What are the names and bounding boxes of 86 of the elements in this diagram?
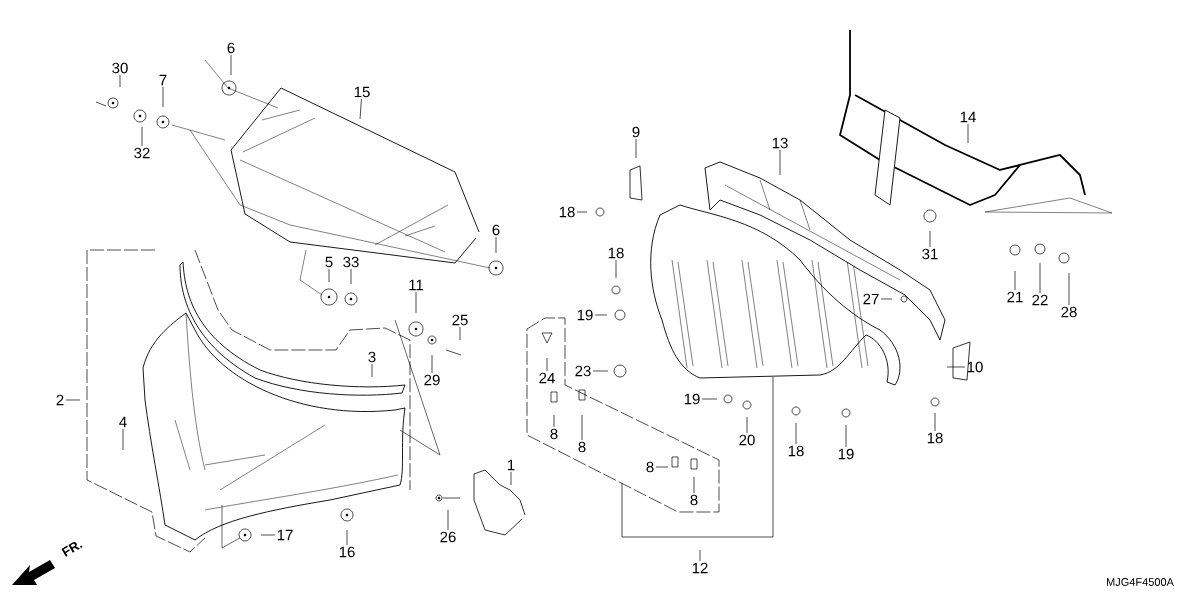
- leader-line: [594, 314, 608, 316]
- callout-number: 15: [354, 86, 370, 98]
- leader-line: [779, 149, 781, 176]
- leader-line: [510, 471, 512, 486]
- callout-number: 29: [424, 374, 440, 386]
- callout-number: 26: [440, 531, 456, 543]
- leader-line: [635, 138, 637, 159]
- leader-line: [260, 534, 276, 536]
- leader-line: [929, 230, 931, 248]
- callout-number: 18: [608, 247, 624, 259]
- leader-line: [328, 268, 330, 283]
- callout-number: 18: [559, 206, 575, 218]
- callout-number: 2: [56, 394, 64, 406]
- callout-number: 10: [967, 361, 983, 373]
- callout-number: 9: [632, 126, 640, 138]
- leader-line: [701, 398, 718, 400]
- leader-line: [230, 54, 232, 76]
- leader-line: [746, 416, 748, 434]
- callout-number: 25: [452, 314, 468, 326]
- callout-number: 8: [550, 428, 558, 440]
- leader-line: [431, 354, 433, 374]
- leader-line: [415, 291, 417, 314]
- callout-number: 33: [343, 256, 359, 268]
- callout-number: 12: [692, 562, 708, 574]
- callout-number: 1: [508, 459, 515, 471]
- callout-number: 13: [772, 137, 788, 149]
- callout-number: 22: [1032, 294, 1048, 306]
- callout-number: 19: [577, 309, 593, 321]
- callout-number: 7: [159, 74, 167, 86]
- leader-line: [581, 414, 583, 441]
- callout-number: 17: [277, 529, 293, 541]
- leader-line: [459, 326, 461, 341]
- leader-line: [162, 86, 164, 108]
- leader-line: [346, 529, 348, 546]
- direction-label: FR.: [61, 542, 83, 557]
- callout-number: 14: [960, 111, 976, 123]
- leader-line: [122, 428, 124, 451]
- leader-line: [934, 412, 936, 432]
- callout-number: 6: [227, 42, 235, 54]
- callout-number: 30: [112, 62, 128, 74]
- leader-line: [655, 466, 669, 468]
- leader-line: [1068, 272, 1070, 306]
- leader-line: [371, 363, 373, 378]
- callout-number: 28: [1061, 306, 1077, 318]
- callout-number: 18: [788, 445, 804, 457]
- leader-line: [592, 370, 609, 372]
- leader-line: [576, 211, 588, 213]
- callout-number: 31: [922, 248, 938, 260]
- callout-number: 18: [927, 432, 943, 444]
- leader-line: [1039, 262, 1041, 294]
- callout-number: 8: [646, 461, 654, 473]
- callout-number: 16: [339, 546, 355, 558]
- callout-number: 11: [409, 279, 424, 291]
- leader-line: [119, 74, 121, 88]
- leader-line: [1014, 270, 1016, 291]
- leader-line: [795, 422, 797, 445]
- leader-line: [699, 549, 701, 562]
- callout-number: 3: [368, 351, 376, 363]
- callout-number: 24: [539, 372, 555, 384]
- callout-number: 27: [863, 293, 879, 305]
- leader-line: [946, 366, 966, 368]
- diagram-code: MJG4F4500A: [1107, 578, 1174, 586]
- leader-line: [845, 424, 847, 448]
- leader-line: [693, 476, 695, 494]
- leader-line: [615, 259, 617, 279]
- callout-number: 6: [492, 224, 500, 236]
- callout-number: 19: [684, 393, 700, 405]
- callout-number: 19: [838, 448, 854, 460]
- leader-line: [495, 236, 497, 254]
- callout-number: 4: [119, 416, 127, 428]
- leader-line: [967, 123, 969, 144]
- leader-line: [546, 357, 548, 372]
- leader-line: [447, 509, 449, 531]
- callout-number: 20: [739, 434, 755, 446]
- callout-number: 8: [690, 494, 698, 506]
- leader-line: [359, 98, 362, 120]
- leader-line: [141, 126, 143, 147]
- callout-number: 5: [325, 256, 333, 268]
- callout-number: 8: [578, 441, 586, 453]
- leader-line: [880, 298, 893, 300]
- leader-line: [553, 414, 555, 428]
- callout-number: 23: [575, 365, 591, 377]
- callout-number: 21: [1007, 291, 1023, 303]
- leader-line: [65, 399, 81, 401]
- leader-line: [350, 268, 352, 285]
- callout-number: 32: [134, 147, 150, 159]
